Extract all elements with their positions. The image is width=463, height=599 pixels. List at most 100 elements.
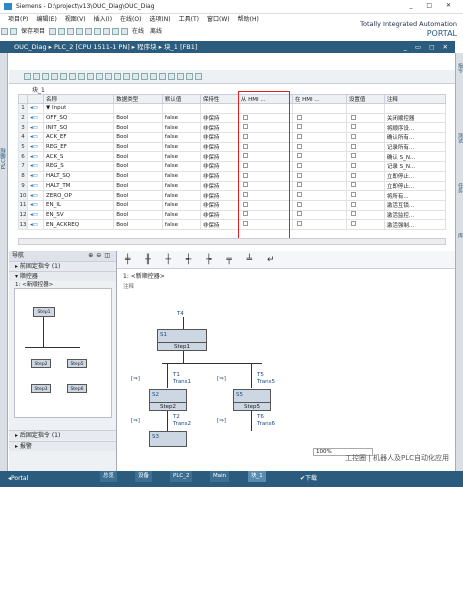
checkbox[interactable] — [242, 143, 248, 149]
cell-setpoint[interactable] — [345, 122, 385, 134]
tool-icon-10[interactable] — [104, 73, 112, 80]
cell-in-hmi[interactable] — [291, 103, 347, 114]
zoom-select[interactable]: 100% — [313, 448, 373, 456]
cell-in-hmi[interactable] — [291, 141, 347, 153]
cell-default[interactable]: false — [161, 161, 201, 172]
cell-setpoint[interactable] — [345, 151, 385, 163]
checkbox[interactable] — [242, 124, 248, 130]
save-project-button[interactable]: 保存项目 — [21, 28, 46, 35]
cell-default[interactable]: false — [161, 190, 201, 201]
cell-retain[interactable]: 非保持 — [199, 170, 239, 182]
cell-type[interactable]: Bool — [113, 151, 163, 163]
cell-comment[interactable]: 立即停止... — [383, 180, 447, 192]
tool-icon-2[interactable] — [32, 73, 40, 80]
checkbox[interactable] — [242, 182, 248, 188]
tool-icon-8[interactable] — [86, 73, 94, 80]
cell-setpoint[interactable] — [345, 199, 385, 211]
cell-retain[interactable]: 非保持 — [199, 219, 239, 230]
cell-type[interactable]: Bool — [113, 190, 163, 201]
checkbox[interactable] — [350, 201, 356, 207]
checkbox[interactable] — [242, 153, 248, 159]
cell-name[interactable]: OFF_SQ — [42, 112, 115, 124]
task-tab-main[interactable]: Main — [210, 471, 230, 482]
checkbox[interactable] — [296, 172, 302, 178]
checkbox[interactable] — [350, 221, 356, 227]
cell-type[interactable]: Bool — [113, 199, 163, 211]
checkbox[interactable] — [296, 124, 302, 130]
cell-setpoint[interactable] — [345, 180, 385, 192]
cell-type[interactable]: Bool — [113, 161, 163, 172]
checkbox[interactable] — [350, 211, 356, 217]
checkbox[interactable] — [350, 172, 356, 178]
checkbox[interactable] — [242, 211, 248, 217]
left-side-tab[interactable]: PLC编程 — [0, 53, 8, 471]
menu-insert[interactable]: 插入(I) — [93, 16, 113, 23]
undo-icon[interactable] — [94, 28, 102, 35]
checkbox[interactable] — [296, 133, 302, 139]
cell-name[interactable]: EN_IL — [42, 199, 115, 211]
cell-comment[interactable]: 记录所有... — [383, 141, 447, 153]
cell-setpoint[interactable] — [345, 190, 385, 201]
cell-comment[interactable]: 激活强制... — [383, 219, 447, 230]
cell-in-hmi[interactable] — [291, 190, 347, 201]
tool-icon-17[interactable] — [167, 73, 175, 80]
cell-name[interactable]: ▼ Input — [42, 103, 115, 114]
cell-comment[interactable]: 激活互锁... — [383, 199, 447, 211]
menu-help[interactable]: 帮助(H) — [237, 16, 259, 23]
cell-comment[interactable]: 激活监控... — [383, 209, 447, 221]
cell-setpoint[interactable] — [345, 103, 385, 114]
cell-name[interactable]: ACK_EF — [42, 132, 115, 143]
tool-icon-13[interactable] — [131, 73, 139, 80]
cell-setpoint[interactable] — [345, 112, 385, 124]
checkbox[interactable] — [296, 143, 302, 149]
cell-default[interactable]: false — [161, 199, 201, 211]
checkbox[interactable] — [296, 162, 302, 168]
tool-icon-16[interactable] — [158, 73, 166, 80]
cell-name[interactable]: ZERO_OP — [42, 190, 115, 201]
cell-in-hmi[interactable] — [291, 180, 347, 192]
cell-retain[interactable]: 非保持 — [199, 112, 239, 124]
cell-retain[interactable]: 非保持 — [199, 190, 239, 201]
cell-in-hmi[interactable] — [291, 132, 347, 143]
cell-default[interactable] — [161, 103, 201, 114]
zoom-icons[interactable]: ⊕⊖◫ — [88, 252, 113, 259]
col-default[interactable]: 默认值 — [161, 94, 201, 104]
cell-type[interactable]: Bool — [113, 170, 163, 182]
cell-setpoint[interactable] — [345, 209, 385, 221]
sequence-overview[interactable]: Step1 Step2 Step5 Step3 Step6 — [14, 288, 112, 418]
cell-default[interactable]: false — [161, 141, 201, 153]
cell-default[interactable]: false — [161, 112, 201, 124]
checkbox[interactable] — [350, 162, 356, 168]
cell-comment[interactable]: 关闭顺控器 — [383, 112, 447, 124]
task-tab-devices[interactable]: 设备 — [135, 471, 153, 482]
cell-name[interactable]: HALT_TM — [42, 180, 115, 192]
checkbox[interactable] — [296, 221, 302, 227]
cell-setpoint[interactable] — [345, 170, 385, 182]
cell-name[interactable]: REG_EF — [42, 141, 115, 153]
cell-default[interactable]: false — [161, 219, 201, 230]
cell-retain[interactable]: 非保持 — [199, 151, 239, 163]
cell-name[interactable]: INIT_SQ — [42, 122, 115, 134]
redo-icon[interactable] — [103, 28, 111, 35]
cell-default[interactable]: false — [161, 180, 201, 192]
tool-icon-19[interactable] — [185, 73, 193, 80]
cell-retain[interactable]: 非保持 — [199, 161, 239, 172]
cell-comment[interactable]: 立即停止... — [383, 170, 447, 182]
cell-setpoint[interactable] — [345, 132, 385, 143]
editor-window-controls[interactable]: _ ▭ ◻ ✕ — [403, 43, 451, 51]
checkbox[interactable] — [296, 182, 302, 188]
print-icon[interactable] — [49, 28, 57, 35]
tool-icon-6[interactable] — [68, 73, 76, 80]
checkbox[interactable] — [296, 114, 302, 120]
task-tab-plc2[interactable]: PLC_2 — [170, 471, 193, 482]
new-icon[interactable] — [1, 28, 8, 35]
task-tab-block1[interactable]: 块_1 — [248, 471, 266, 482]
tool-icon-1[interactable] — [23, 73, 31, 80]
tool-icon-15[interactable] — [149, 73, 157, 80]
